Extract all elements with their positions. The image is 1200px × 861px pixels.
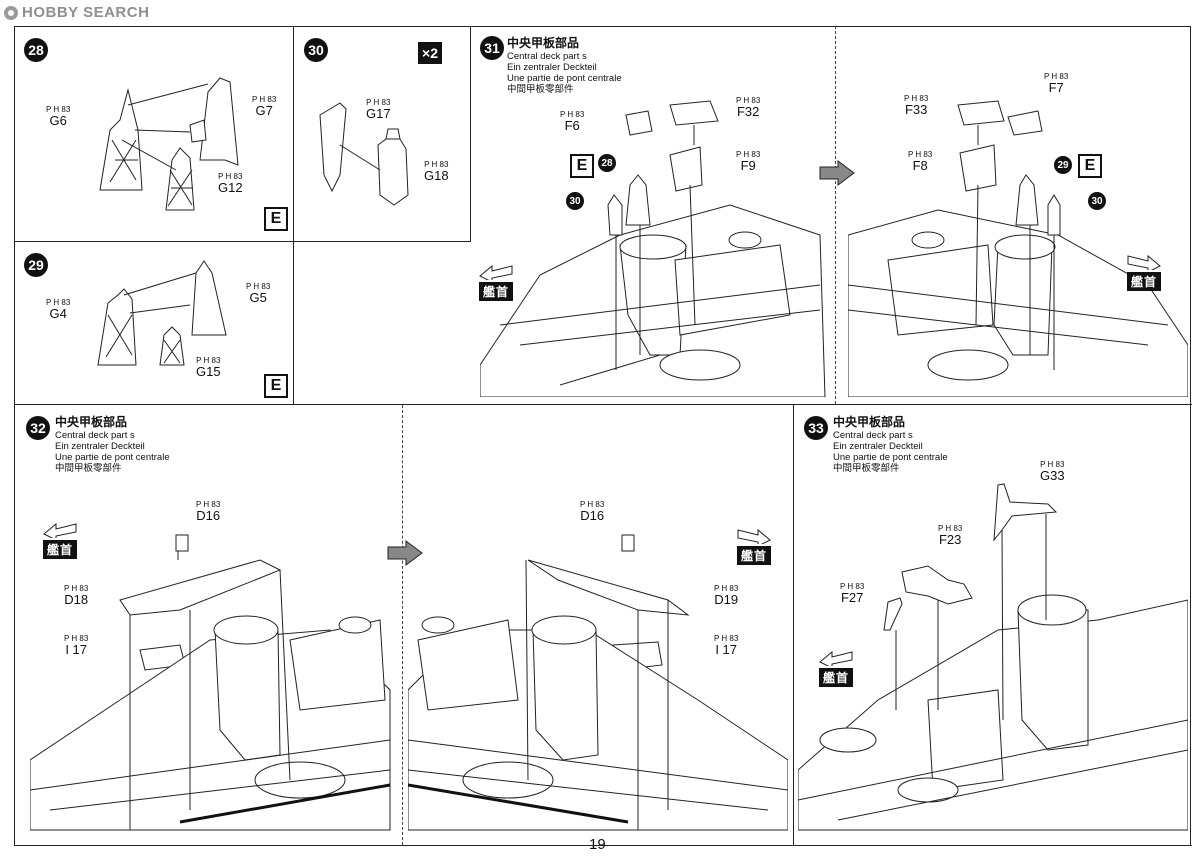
- step-31-title: 中央甲板部品 Central deck part s Ein zentraler…: [507, 34, 622, 95]
- arrow-right-icon: [387, 540, 423, 566]
- ref-step-30: 30: [1088, 192, 1106, 210]
- ship-deck-drawing-33: [798, 483, 1188, 831]
- arrow-left-icon: [819, 650, 853, 666]
- part-D16-shape: [175, 534, 189, 552]
- ref-step-29: 29: [1054, 156, 1072, 174]
- bow-direction-indicator: 艦首: [818, 648, 854, 687]
- divider-32: [402, 405, 403, 845]
- ship-deck-drawing-32a: [30, 542, 391, 831]
- divider-33: [793, 405, 794, 845]
- title-en: Central deck part s: [833, 430, 913, 441]
- ref-step-30: 30: [566, 192, 584, 210]
- arrow-right-icon: [1127, 254, 1161, 270]
- divider-31: [835, 26, 836, 404]
- title-de: Ein zentraler Deckteil: [833, 441, 923, 452]
- left-rule: [14, 404, 15, 846]
- step-number-29: 29: [24, 253, 48, 277]
- right-rule: [1190, 26, 1191, 846]
- arrow-right-icon: [819, 160, 855, 186]
- title-en: Central deck part s: [55, 430, 135, 441]
- parts-drawing-29: [97, 260, 227, 366]
- step-32-title: 中央甲板部品 Central deck part s Ein zentraler…: [55, 413, 170, 474]
- title-en: Central deck part s: [507, 51, 587, 62]
- arrow-left-icon: [43, 522, 77, 538]
- step-33-title: 中央甲板部品 Central deck part s Ein zentraler…: [833, 413, 948, 474]
- sprue-badge-e: E: [264, 207, 288, 231]
- part-D16-shape: [621, 534, 635, 552]
- step-number-32: 32: [26, 416, 50, 440]
- bow-direction-indicator: 艦首: [1126, 252, 1162, 291]
- ref-step-28: 28: [598, 154, 616, 172]
- logo-icon: [4, 5, 18, 20]
- bow-direction-indicator: 艦首: [42, 520, 78, 559]
- title-jp2: 中間甲板零部件: [55, 463, 122, 474]
- ship-deck-drawing-31b: [848, 100, 1188, 397]
- title-de: Ein zentraler Deckteil: [55, 441, 145, 452]
- ship-deck-drawing-31a: [480, 100, 826, 397]
- step-number-28: 28: [24, 38, 48, 62]
- watermark-text: HOBBY SEARCH: [22, 4, 150, 21]
- top-rule: [470, 26, 1190, 27]
- bow-direction-indicator: 艦首: [478, 262, 514, 301]
- title-jp: 中央甲板部品: [55, 415, 128, 429]
- quantity-badge: ×2: [418, 42, 442, 64]
- step-number-30: 30: [304, 38, 328, 62]
- title-jp: 中央甲板部品: [833, 415, 906, 429]
- bottom-rule: [14, 845, 1192, 846]
- title-fr: Une partie de pont centrale: [507, 73, 622, 84]
- page-number: 19: [589, 836, 606, 853]
- sprue-badge-e: E: [1078, 154, 1102, 178]
- sprue-badge-e: E: [264, 374, 288, 398]
- arrow-right-icon: [737, 528, 771, 544]
- parts-drawing-30: [319, 102, 409, 206]
- title-jp2: 中間甲板零部件: [507, 84, 574, 95]
- parts-drawing-28: [99, 77, 239, 211]
- title-jp2: 中間甲板零部件: [833, 463, 900, 474]
- title-jp: 中央甲板部品: [507, 36, 580, 50]
- panel-step-30: [293, 26, 471, 242]
- step-number-31: 31: [480, 36, 504, 60]
- arrow-left-icon: [479, 264, 513, 280]
- bow-direction-indicator: 艦首: [736, 526, 772, 565]
- ship-deck-drawing-32b: [408, 559, 788, 831]
- title-fr: Une partie de pont centrale: [55, 452, 170, 463]
- title-fr: Une partie de pont centrale: [833, 452, 948, 463]
- sprue-badge-e: E: [570, 154, 594, 178]
- watermark: HOBBY SEARCH: [4, 4, 149, 21]
- title-de: Ein zentraler Deckteil: [507, 62, 597, 73]
- step-number-33: 33: [804, 416, 828, 440]
- mid-rule: [14, 404, 1192, 405]
